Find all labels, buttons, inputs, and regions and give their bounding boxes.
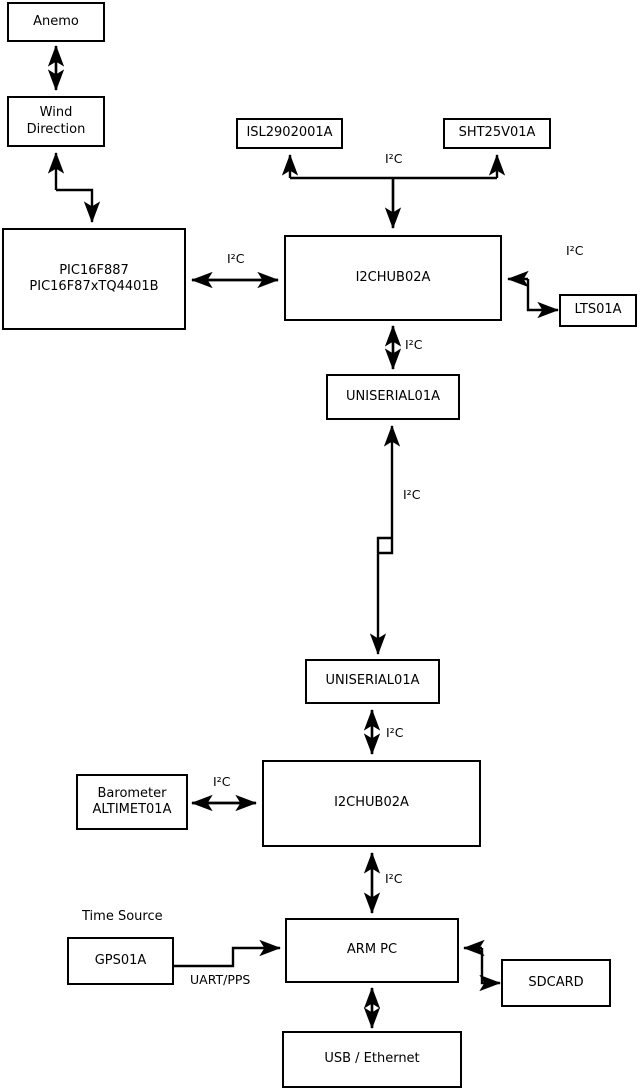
node-barometer-altimet01a-label: Barometer ALTIMET01A <box>92 785 172 817</box>
node-sht25v01a-label: SHT25V01A <box>458 125 536 141</box>
edge-gps-armpc <box>174 939 281 968</box>
node-i2chub02a-top[interactable]: I2CHUB02A <box>284 235 502 321</box>
node-lts01a[interactable]: LTS01A <box>559 294 637 327</box>
node-uniserial01a-bottom[interactable]: UNISERIAL01A <box>305 659 440 704</box>
node-gps01a[interactable]: GPS01A <box>67 937 174 985</box>
node-sdcard-label: SDCARD <box>528 974 584 990</box>
node-usb-ethernet[interactable]: USB / Ethernet <box>282 1031 462 1088</box>
node-usb-ethernet-label: USB / Ethernet <box>324 1051 420 1067</box>
edge-label-i2c-hub-uniserial: I²C <box>405 337 423 352</box>
node-isl2902001a-label: ISL2902001A <box>246 125 333 141</box>
node-wind-direction[interactable]: Wind Direction <box>7 96 105 147</box>
edge-label-i2c-barometer-hub2: I²C <box>213 774 231 789</box>
node-sht25v01a[interactable]: SHT25V01A <box>443 118 551 149</box>
edge-uniserial-long-up <box>378 425 401 555</box>
edge-armpc-to-sdcard <box>479 948 501 992</box>
node-anemo[interactable]: Anemo <box>7 2 105 42</box>
node-uniserial01a-top[interactable]: UNISERIAL01A <box>326 374 460 420</box>
node-uniserial01a-bottom-label: UNISERIAL01A <box>325 673 420 689</box>
edge-label-i2c-hub2-armpc: I²C <box>385 871 403 886</box>
edge-wind-pic-step <box>56 188 101 223</box>
node-gps01a-label: GPS01A <box>94 952 147 968</box>
node-arm-pc[interactable]: ARM PC <box>285 918 459 983</box>
node-i2chub02a-top-label: I2CHUB02A <box>355 269 431 285</box>
edge-label-i2c-sensor-bus: I²C <box>385 151 403 166</box>
edge-uniserial-long-down <box>369 536 392 655</box>
node-i2chub02a-bottom[interactable]: I2CHUB02A <box>262 760 481 847</box>
node-lts01a-label: LTS01A <box>574 302 622 318</box>
label-time-source: Time Source <box>82 909 163 924</box>
node-wind-direction-label: Wind Direction <box>26 105 86 137</box>
node-pic-mcu-label: PIC16F887 PIC16F87xTQ4401B <box>29 262 159 294</box>
node-barometer-altimet01a[interactable]: Barometer ALTIMET01A <box>76 774 188 830</box>
node-anemo-label: Anemo <box>33 13 79 29</box>
node-pic-mcu[interactable]: PIC16F887 PIC16F87xTQ4401B <box>2 228 186 330</box>
node-isl2902001a[interactable]: ISL2902001A <box>236 118 343 149</box>
edge-label-i2c-uniserial-link: I²C <box>403 487 421 502</box>
node-sdcard[interactable]: SDCARD <box>501 959 611 1007</box>
edge-hub-to-lts <box>526 279 559 319</box>
node-uniserial01a-top-label: UNISERIAL01A <box>346 388 440 404</box>
node-i2chub02a-bottom-label: I2CHUB02A <box>334 795 409 811</box>
edge-label-i2c-uniserial-hub2: I²C <box>386 725 404 740</box>
edge-label-uart-pps: UART/PPS <box>190 972 251 987</box>
node-arm-pc-label: ARM PC <box>346 942 398 958</box>
edge-label-i2c-pic-hub: I²C <box>227 251 245 266</box>
edge-label-i2c-hub-lts: I²C <box>566 243 584 258</box>
